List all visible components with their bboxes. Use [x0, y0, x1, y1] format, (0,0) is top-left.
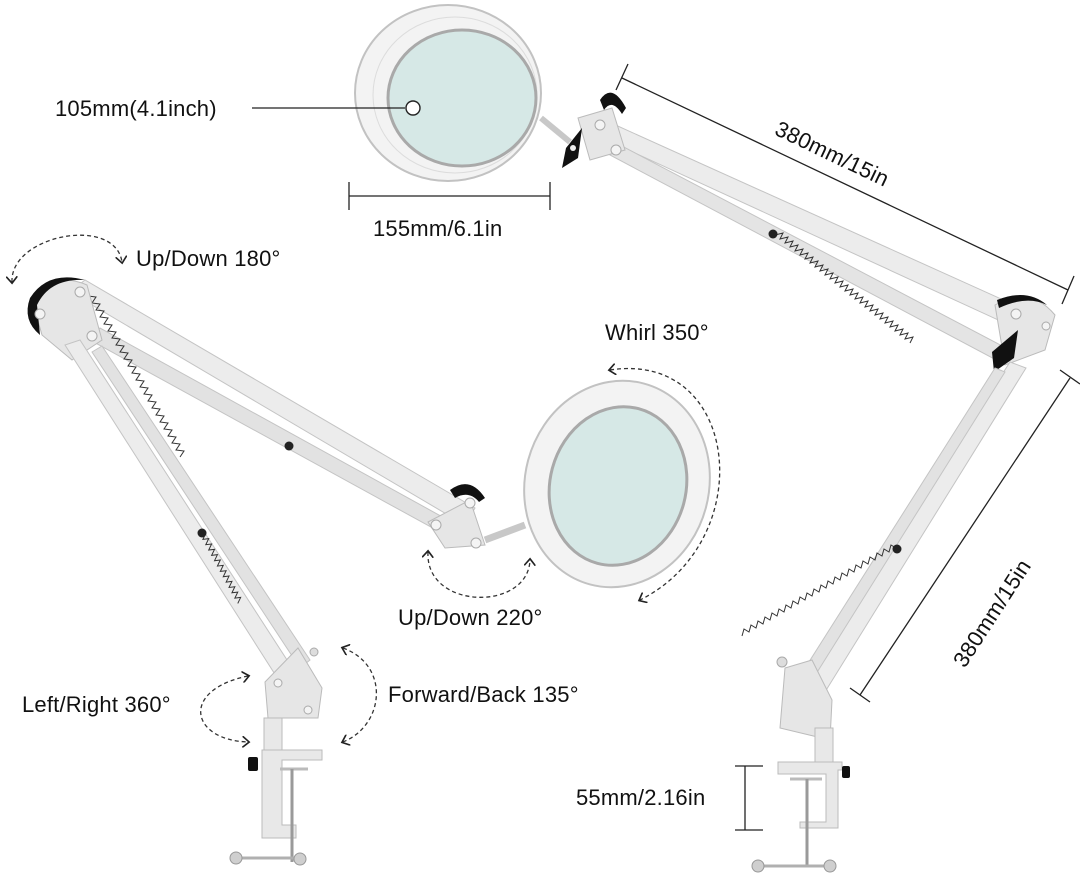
head-whirl-label: Whirl 350° — [605, 320, 709, 345]
head-tilt-label: Up/Down 220° — [398, 605, 543, 630]
top-joint-rotation-label: Up/Down 180° — [136, 246, 281, 271]
lens-diameter-label: 105mm(4.1inch) — [55, 96, 217, 121]
base-tilt-label: Forward/Back 135° — [388, 682, 579, 707]
right-lamp — [354, 4, 1056, 873]
clamp-opening-label: 55mm/2.16in — [576, 785, 706, 810]
dimension-lines — [252, 63, 1080, 831]
base-swivel-label: Left/Right 360° — [22, 692, 171, 717]
left-lamp — [27, 277, 711, 866]
head-width-label: 155mm/6.1in — [373, 216, 503, 241]
rotation-arrows — [12, 234, 721, 742]
